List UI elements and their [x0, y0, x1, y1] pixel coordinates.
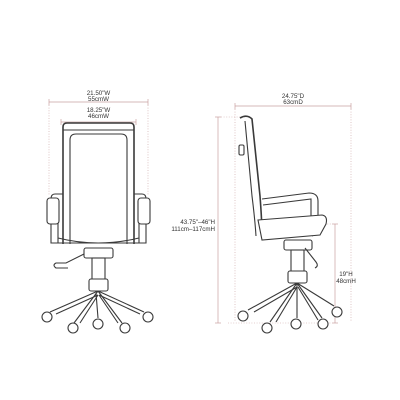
front-armpad-right [137, 197, 151, 225]
side-caster-4 [317, 318, 329, 330]
seat-height-metric: 48cmH [336, 278, 356, 285]
front-caster-3 [92, 318, 104, 330]
seat-width-metric: 46cmW [88, 113, 109, 120]
overall-width-imperial: 21.50"W [87, 90, 111, 97]
front-caster-4 [119, 322, 131, 334]
seat-height-imperial: 19"H [339, 271, 353, 278]
side-caster-5 [331, 306, 343, 318]
front-armrest-left [50, 193, 63, 244]
front-tilt-mechanism [83, 247, 114, 259]
side-gas-cylinder [290, 249, 305, 273]
side-backrest-knob [238, 144, 245, 156]
front-view-chair [41, 122, 154, 334]
side-caster-1 [237, 310, 249, 322]
front-armrest-right [134, 193, 147, 244]
front-caster-1 [41, 311, 53, 323]
side-seat [257, 214, 328, 241]
side-caster-2 [261, 322, 273, 334]
side-height-lever [304, 247, 318, 269]
side-backrest [239, 115, 263, 237]
front-caster-5 [142, 311, 154, 323]
front-caster-2 [67, 322, 79, 334]
overall-depth-metric: 63cmD [283, 99, 303, 106]
overall-height-imperial: 43.75"–46"H [180, 219, 215, 226]
overall-depth-imperial: 24.75"D [282, 93, 305, 100]
side-tilt-mechanism [283, 239, 313, 251]
side-armrest [261, 192, 319, 237]
side-view-chair [237, 115, 343, 334]
front-backrest-panel [69, 133, 128, 244]
overall-width-metric: 55cmW [88, 96, 109, 103]
front-height-lever [53, 253, 85, 269]
side-dimensions: 24.75"D 63cmD 43.75"–46"H 111cm–117cmH 1… [171, 93, 356, 324]
front-dimensions: 21.50"W 55cmW 18.25"W 46cmW [48, 90, 149, 195]
front-base [49, 290, 145, 324]
front-armpad-left [46, 197, 60, 225]
side-caster-3 [290, 318, 302, 330]
seat-width-imperial: 18.25"W [87, 107, 111, 114]
overall-height-metric: 111cm–117cmH [171, 226, 215, 233]
front-backrest-frame [62, 122, 135, 244]
side-base [247, 282, 335, 323]
front-gas-cylinder [91, 257, 106, 281]
